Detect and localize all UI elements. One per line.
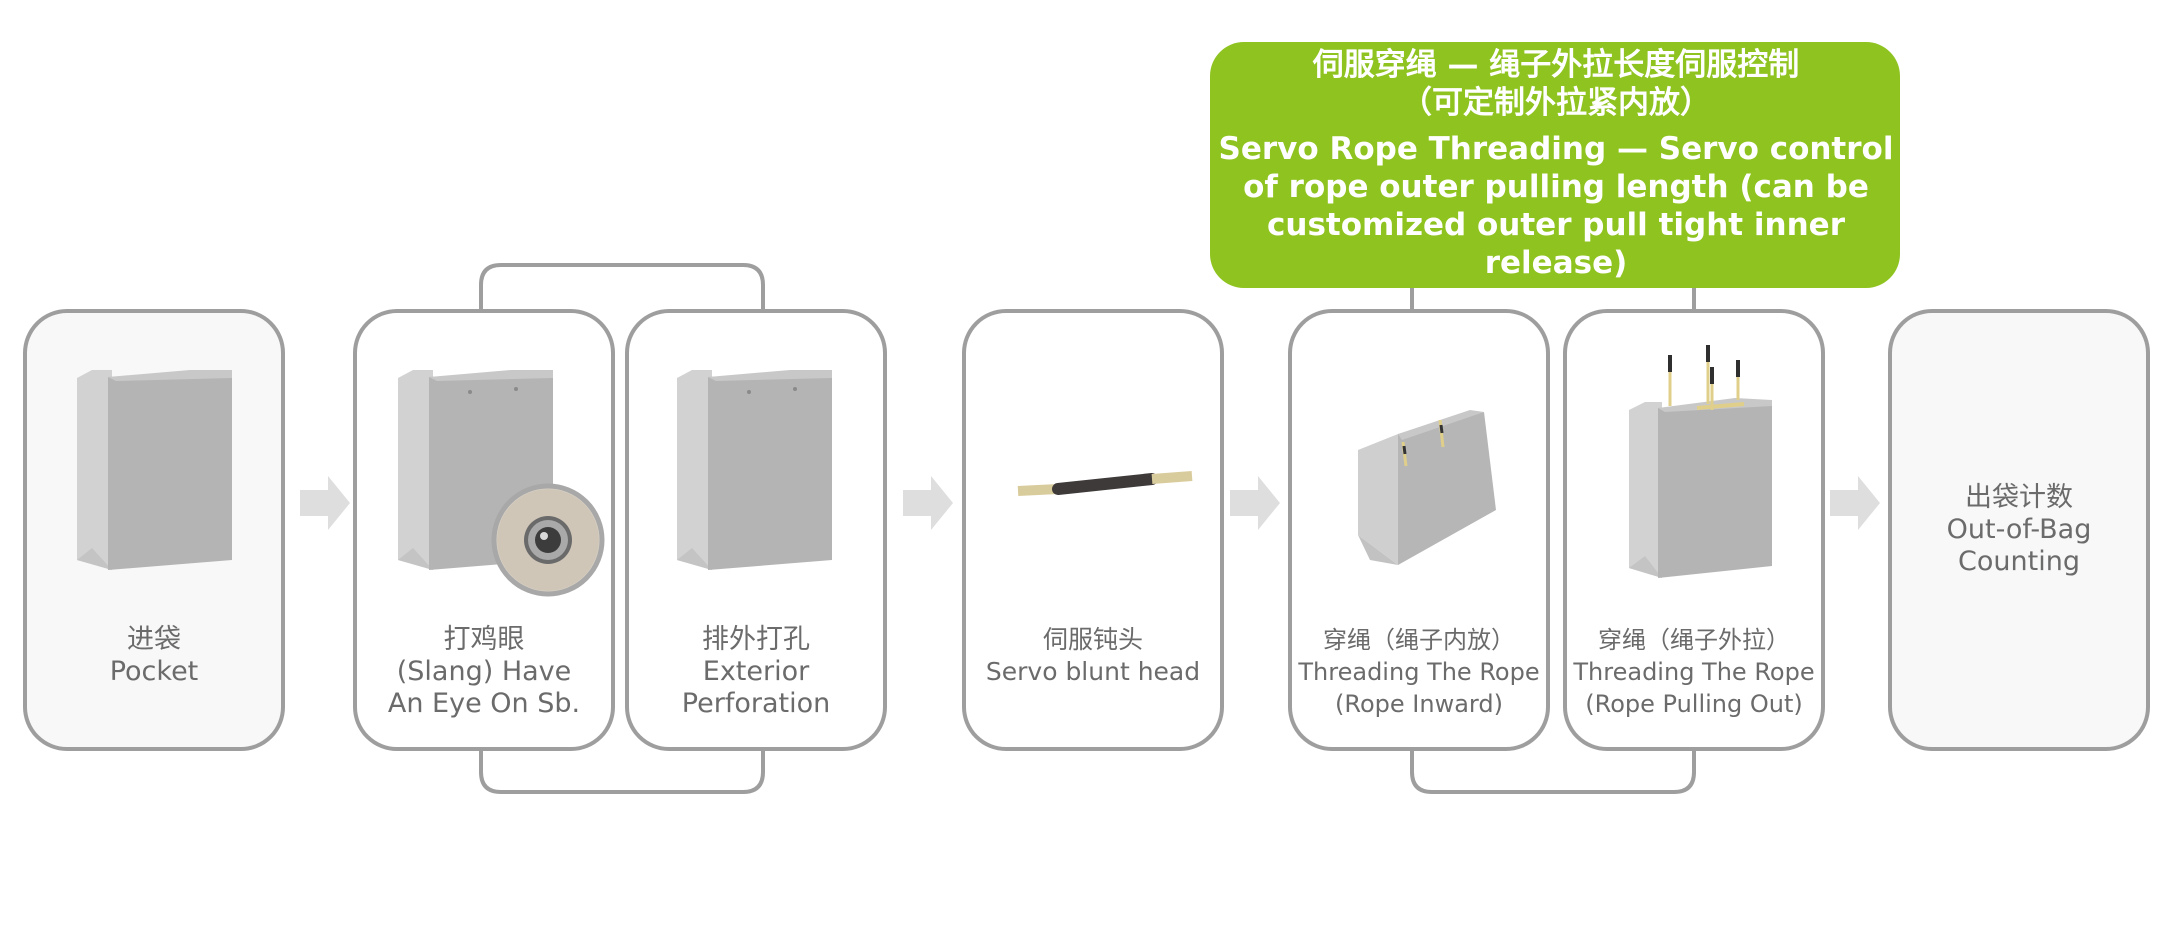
callout-en-line3: customized outer pull tight inner releas… [1267, 207, 1845, 281]
step-label-blunt-head: 伺服钝头 Servo blunt head [985, 625, 1201, 686]
callout-box [1210, 42, 1900, 288]
callout-cn-line2: （可定制外拉紧内放） [1401, 85, 1711, 121]
step-label-rope-inward: 穿绳（绳子内放） Threading The Rope (Rope Inward… [1298, 626, 1540, 718]
card-blunt-head [962, 309, 1224, 751]
paper-bag-icon [677, 370, 832, 570]
paper-bag-icon [1629, 345, 1772, 578]
arrow-right-icon [903, 476, 953, 530]
step-label-counting: 出袋计数 Out-of-Bag Counting [1946, 482, 2092, 577]
paper-bag-icon [1358, 410, 1496, 565]
step-label-perforation: 排外打孔 Exterior Perforation [681, 624, 831, 719]
step-label-eyelet: 打鸡眼 (Slang) Have An Eye On Sb. [387, 624, 581, 719]
paper-bag-icon [398, 370, 553, 570]
paper-bag-icon [77, 370, 232, 570]
rope-icon [1017, 471, 1193, 496]
bracket-bottom-rope-steps [1410, 748, 1696, 794]
bracket-top-eyelet-perforation [479, 263, 765, 310]
bracket-bottom-eyelet-perforation [479, 748, 765, 794]
step-label-pocket: 进袋 Pocket [109, 624, 199, 687]
arrow-right-icon [1230, 476, 1280, 530]
card-counting [1888, 309, 2150, 751]
callout-text: 伺服穿绳 — 绳子外拉长度伺服控制 （可定制外拉紧内放） Servo Rope … [1214, 40, 1898, 288]
arrow-right-icon [300, 476, 350, 530]
eyelet-closeup-icon [491, 483, 605, 597]
arrow-right-icon [1830, 476, 1880, 530]
callout-cn-line1: 伺服穿绳 — 绳子外拉长度伺服控制 [1312, 47, 1800, 83]
step-label-rope-out: 穿绳（绳子外拉） Threading The Rope (Rope Pullin… [1573, 626, 1815, 718]
callout-en-line1: Servo Rope Threading — Servo control [1218, 131, 1894, 167]
callout-en-line2: of rope outer pulling length (can be [1243, 169, 1869, 205]
